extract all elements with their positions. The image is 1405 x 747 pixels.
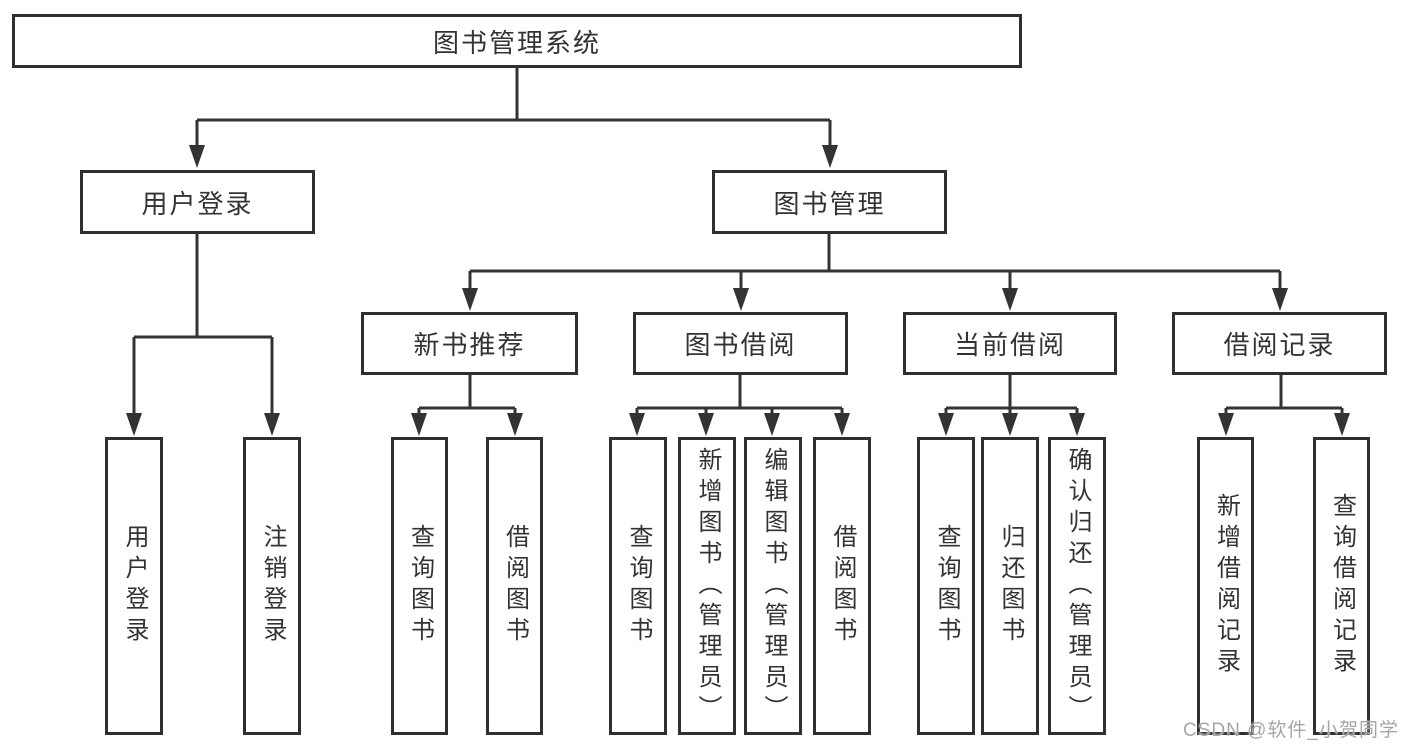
node-label: 当前借阅 — [953, 330, 1066, 360]
arrowhead-icon — [822, 145, 838, 168]
leaf-label: 查询图书 — [625, 524, 652, 648]
leaf-add-borrow-record: 新增借阅记录 — [1197, 437, 1254, 735]
arrowhead-icon — [1069, 413, 1085, 436]
node-label: 图书借阅 — [684, 330, 797, 360]
leaf-confirm-return-admin: 确认归还（管理员） — [1048, 437, 1106, 735]
leaf-label: 查询借阅记录 — [1328, 493, 1356, 679]
csdn-watermark: CSDN @软件_小贺同学 — [1183, 720, 1399, 741]
node-current-borrow: 当前借阅 — [903, 312, 1117, 375]
leaf-label: 查询图书 — [933, 524, 960, 648]
leaf-return-book: 归还图书 — [981, 437, 1039, 735]
arrowhead-icon — [126, 413, 142, 436]
arrowhead-icon — [629, 413, 645, 436]
leaf-label: 借阅图书 — [829, 524, 856, 648]
node-root: 图书管理系统 — [12, 14, 1022, 68]
leaf-borrow-books-1: 借阅图书 — [486, 437, 543, 735]
leaf-query-books-2: 查询图书 — [609, 437, 667, 735]
node-label: 图书管理系统 — [432, 27, 601, 58]
arrowhead-icon — [189, 145, 205, 168]
node-book-management: 图书管理 — [712, 170, 947, 234]
arrowhead-icon — [462, 288, 478, 311]
leaf-label: 注销登录 — [259, 524, 286, 648]
arrowhead-icon — [264, 413, 280, 436]
node-borrow-records: 借阅记录 — [1172, 312, 1387, 375]
leaf-borrow-books-2: 借阅图书 — [813, 437, 871, 735]
leaf-label: 编辑图书（管理员） — [760, 446, 787, 726]
leaf-label: 新增借阅记录 — [1212, 493, 1240, 679]
node-label: 借阅记录 — [1223, 330, 1336, 360]
arrowhead-icon — [698, 413, 714, 436]
arrowhead-icon — [938, 413, 954, 436]
arrowhead-icon — [764, 413, 780, 436]
leaf-label: 查询图书 — [406, 524, 434, 648]
leaf-label: 借阅图书 — [501, 524, 529, 648]
leaf-edit-book-admin: 编辑图书（管理员） — [744, 437, 802, 735]
arrowhead-icon — [1002, 288, 1018, 311]
leaf-query-books-1: 查询图书 — [391, 437, 448, 735]
node-book-borrow: 图书借阅 — [633, 312, 848, 375]
leaf-query-books-3: 查询图书 — [917, 437, 975, 735]
arrowhead-icon — [1334, 413, 1350, 436]
leaf-label: 新增图书（管理员） — [694, 446, 721, 726]
node-label: 图书管理 — [773, 188, 886, 219]
arrowhead-icon — [733, 288, 749, 311]
leaf-logout-login: 注销登录 — [243, 437, 301, 735]
leaf-user-login: 用户登录 — [105, 437, 163, 735]
arrowhead-icon — [834, 413, 850, 436]
leaf-add-book-admin: 新增图书（管理员） — [678, 437, 736, 735]
leaf-label: 用户登录 — [121, 524, 148, 648]
leaf-label: 确认归还（管理员） — [1064, 446, 1091, 726]
leaf-label: 归还图书 — [997, 524, 1024, 648]
node-label: 用户登录 — [141, 188, 254, 219]
node-new-book-recommend: 新书推荐 — [361, 312, 578, 375]
arrowhead-icon — [1272, 288, 1288, 311]
arrowhead-icon — [507, 413, 523, 436]
arrowhead-icon — [1002, 413, 1018, 436]
node-user-login: 用户登录 — [80, 170, 315, 234]
arrowhead-icon — [411, 413, 427, 436]
arrowhead-icon — [1218, 413, 1234, 436]
node-label: 新书推荐 — [413, 330, 526, 360]
leaf-query-borrow-record: 查询借阅记录 — [1313, 437, 1370, 735]
